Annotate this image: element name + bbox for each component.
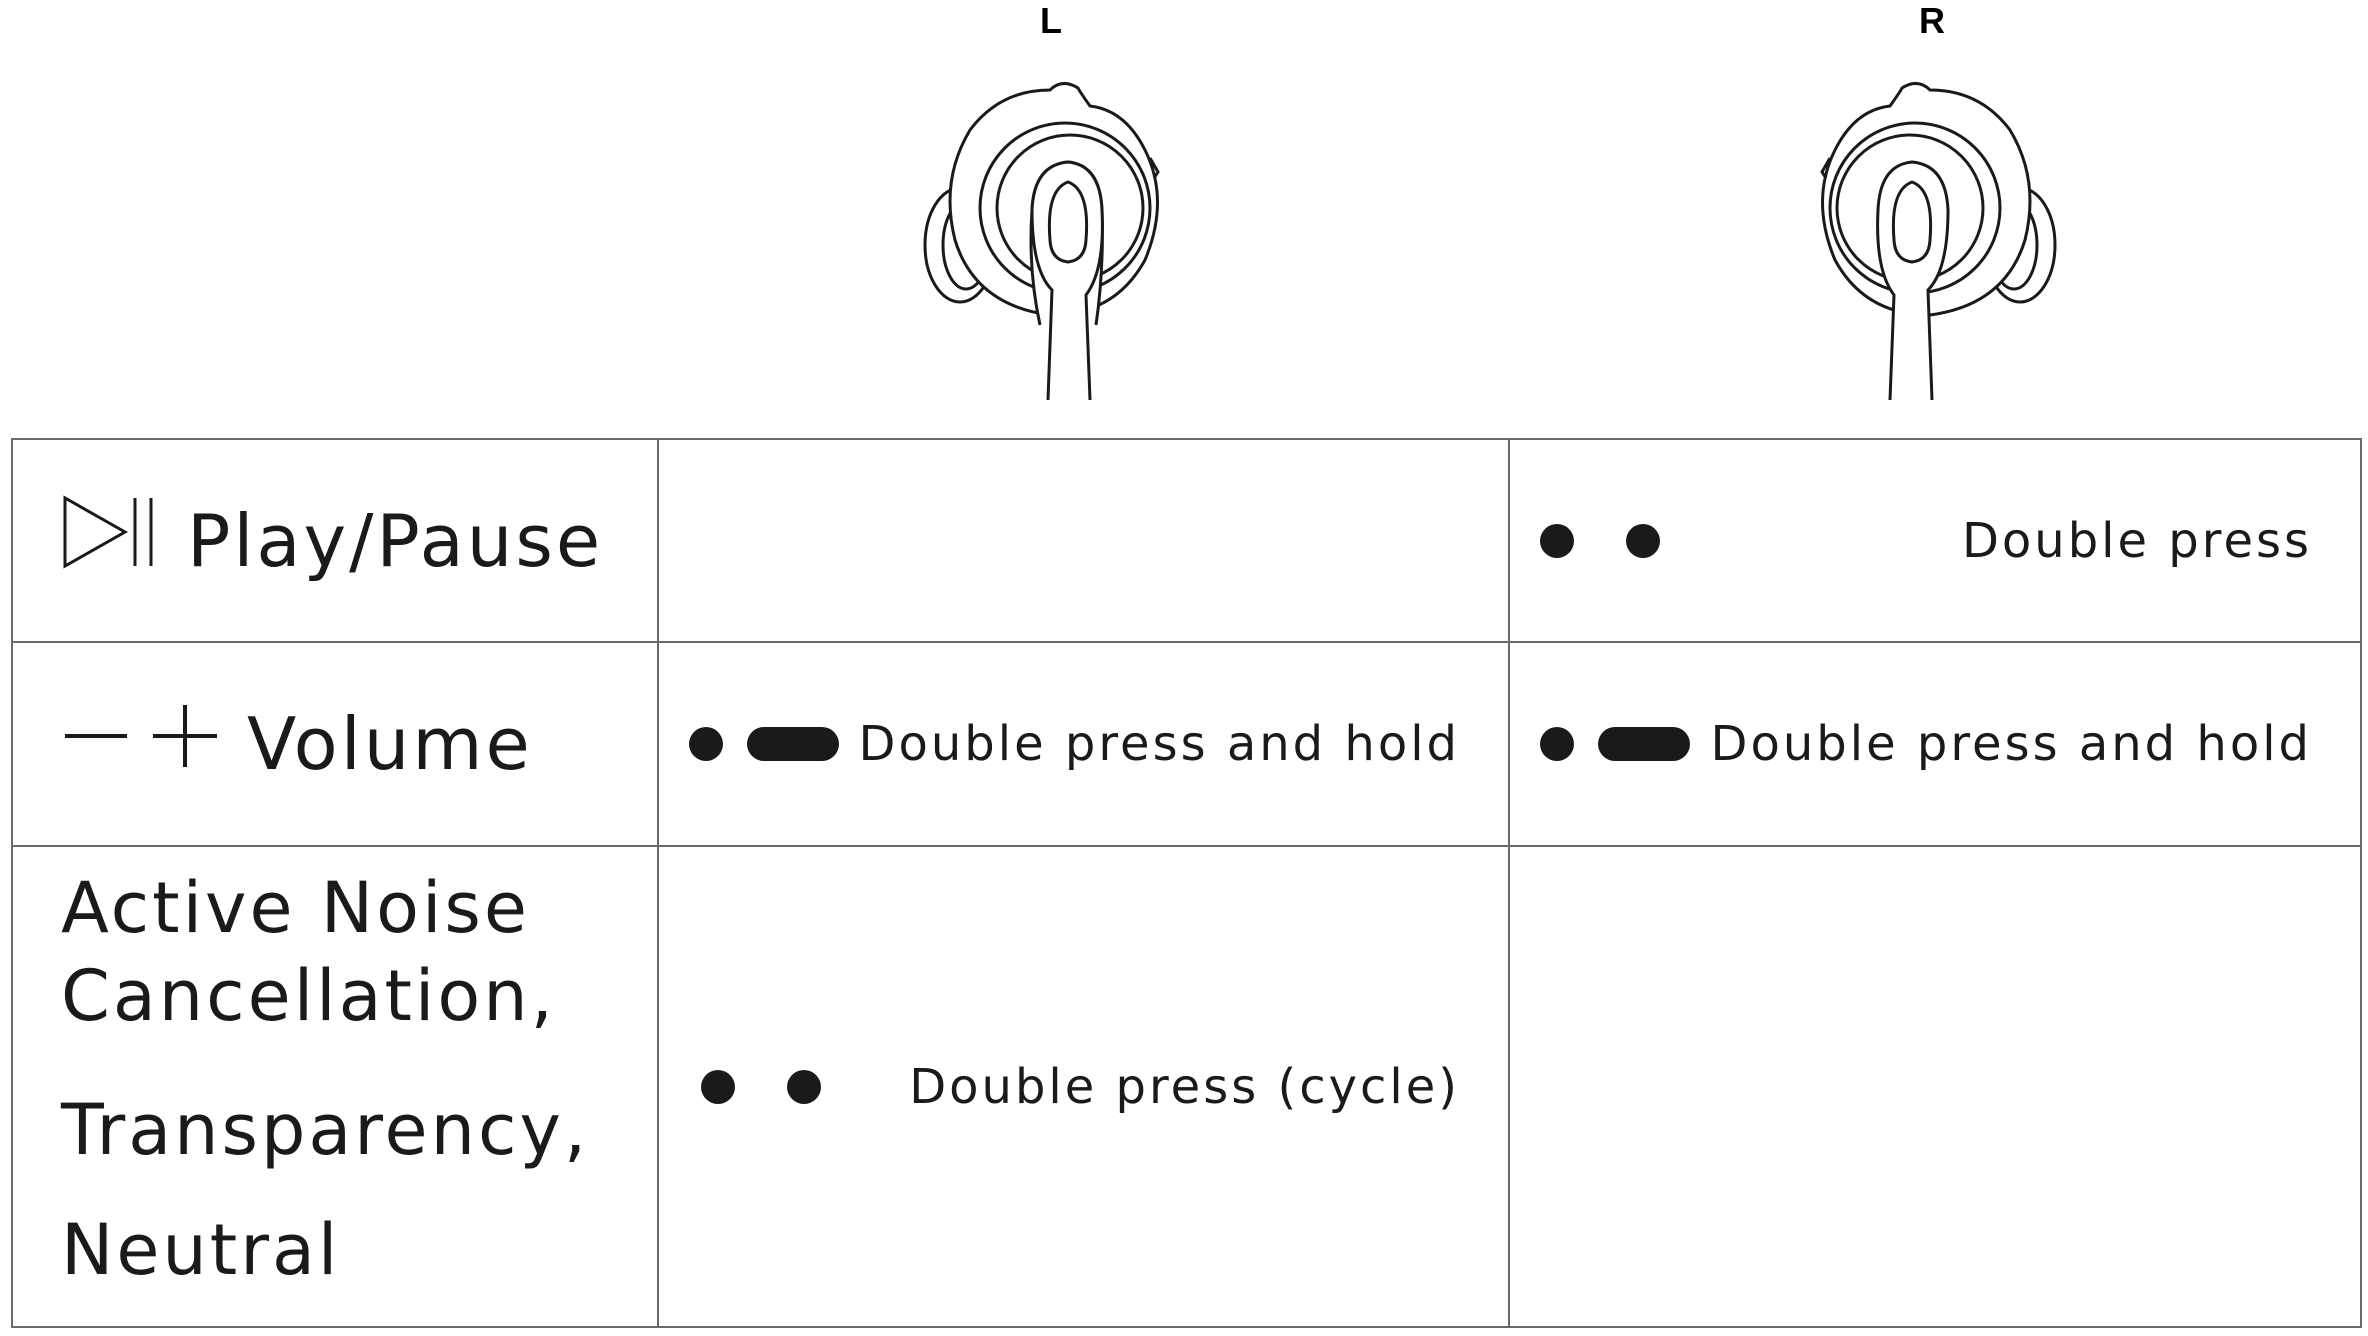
function-label-volume: Volume [247, 702, 533, 786]
double-press-hold-symbol [689, 727, 839, 761]
double-press-hold-symbol [1540, 727, 1690, 761]
function-label-line: Neutral [61, 1208, 341, 1291]
left-gesture-cell-play-pause-empty [657, 438, 1510, 643]
function-cell-volume: Volume [11, 641, 659, 847]
right-gesture-cell-volume: Double press and hold [1508, 641, 2362, 847]
function-label-line: Active Noise [61, 866, 530, 949]
press-dot [1540, 727, 1574, 761]
left-gesture-cell-volume: Double press and hold [657, 641, 1510, 847]
right-earbud-touch-illustration [1820, 82, 2057, 400]
press-dot [1626, 523, 1660, 558]
left-earbud-label: L [1040, 0, 1062, 41]
hold-dash [1598, 727, 1690, 761]
right-gesture-cell-play-pause: Double press [1508, 438, 2362, 643]
left-earbud-touch-illustration [923, 82, 1160, 400]
hold-dash [747, 727, 839, 761]
press-dot [701, 1069, 735, 1104]
double-press-symbol [701, 1069, 821, 1104]
function-label-line: Transparency, [61, 1088, 590, 1171]
gesture-text: Double press and hold [1710, 716, 2312, 772]
table-row-play-pause: Play/Pause Double press [11, 438, 2362, 643]
volume-minus-plus-icon [61, 701, 221, 788]
right-gesture-cell-noise-modes-empty [1508, 845, 2362, 1328]
function-label-play-pause: Play/Pause [187, 498, 604, 583]
left-gesture-cell-noise-modes: Double press (cycle) [657, 845, 1510, 1328]
press-dot [689, 727, 723, 761]
touch-controls-table: Play/Pause Double press [11, 438, 2362, 1328]
play-pause-icon [61, 492, 161, 589]
press-dot [787, 1069, 821, 1104]
gesture-text: Double press (cycle) [909, 1058, 1460, 1115]
right-earbud-label: R [1919, 0, 1945, 41]
table-row-noise-modes: Active Noise Cancellation, Transparency,… [11, 845, 2362, 1328]
function-cell-play-pause: Play/Pause [11, 438, 659, 643]
gesture-text: Double press and hold [858, 716, 1460, 772]
function-cell-noise-modes: Active Noise Cancellation, Transparency,… [11, 845, 659, 1328]
double-press-symbol [1540, 523, 1660, 558]
press-dot [1540, 523, 1574, 558]
table-row-volume: Volume Double press and hold Double pres… [11, 641, 2362, 847]
function-label-line: Cancellation, [61, 954, 556, 1037]
gesture-text: Double press [1961, 512, 2312, 569]
